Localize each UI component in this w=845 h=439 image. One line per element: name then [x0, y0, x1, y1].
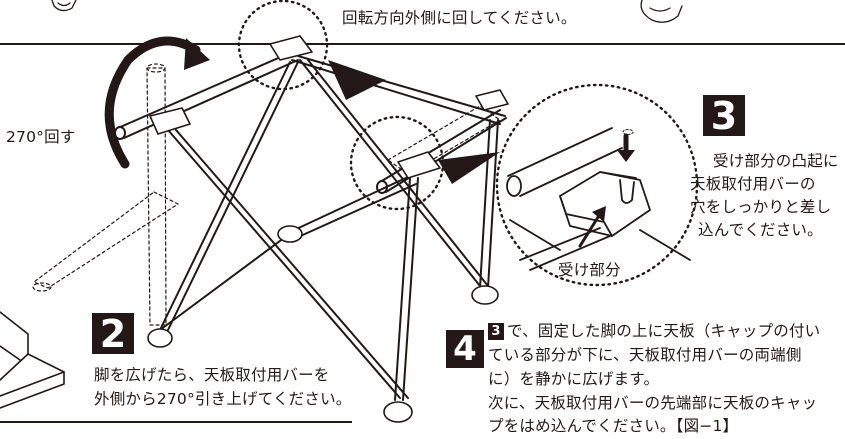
top-rule — [0, 43, 845, 45]
corner-fitting-icon — [640, 0, 683, 23]
step-2-line-2: 外側から270°引き上げてください。 — [94, 390, 352, 408]
top-caption: 回転方向外側に回してください。 — [342, 9, 577, 27]
rotation-label: 270°回す — [6, 128, 76, 146]
step-3-reference-badge: 3 — [488, 323, 504, 340]
step-4-line-3: に）を静かに広げます。 — [488, 370, 660, 388]
bottom-rule — [0, 421, 352, 423]
step-2-number: 2 — [99, 311, 127, 356]
step-4-line-5: プをはめ込んでください。【図−1】 — [488, 417, 739, 435]
step-4-number: 4 — [453, 329, 477, 369]
step-3-line-3: 穴をしっかりと差し — [690, 198, 832, 216]
tabletop-fragment — [0, 311, 65, 409]
step-4-badge: 4 — [446, 329, 484, 369]
step-2-line-1: 脚を広げたら、天板取付用バーを — [94, 366, 330, 384]
step-3-number: 3 — [710, 93, 738, 138]
step-4-line-1-text: で、固定した脚の上に天板（キャップの付い — [507, 322, 821, 340]
step-3-line-4: 込んでください。 — [698, 221, 823, 239]
step-3-badge: 3 — [703, 93, 745, 138]
step-3-line-2: 天板取付用バーの — [690, 175, 816, 193]
corner-fitting-icon — [51, 0, 77, 12]
receiving-part-label: 受け部分 — [558, 261, 621, 279]
rotation-arrow-icon — [104, 36, 201, 169]
step-4-line-4: 次に、天板取付用バーの先端部に天板のキャッ — [488, 394, 818, 412]
step-4-line-2: ている部分が下に、天板取付用バーの両端側 — [488, 346, 802, 364]
step-2-badge: 2 — [92, 311, 134, 356]
zoom-circle-top — [237, 0, 329, 91]
step-3-line-1: 受け部分の凸起に — [713, 152, 839, 170]
zoom-circle-detail — [495, 83, 699, 287]
